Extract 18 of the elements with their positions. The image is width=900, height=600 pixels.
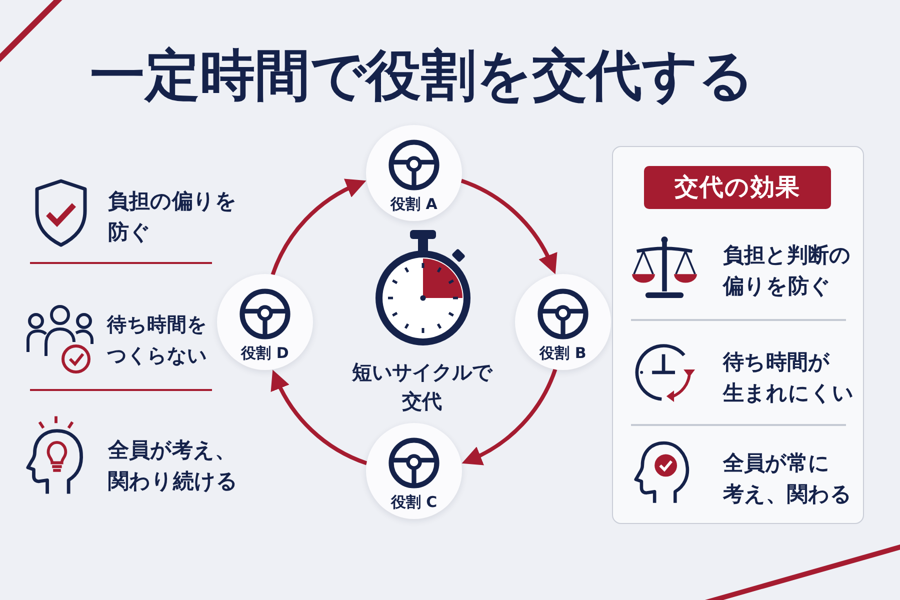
- effect-text: 全員が常に考え、関わる: [723, 450, 853, 508]
- cycle-arrow: [462, 368, 558, 464]
- role-label: 役割 B: [538, 344, 588, 362]
- benefit-text: 負担の偏りを防ぐ: [108, 188, 238, 246]
- effect-text: 負担と判断の偏りを防ぐ: [723, 242, 852, 300]
- title: 一定時間で役割を交代する: [90, 42, 754, 108]
- effect-text: 待ち時間が生まれにくい: [723, 349, 855, 407]
- cycle-arrow: [460, 178, 556, 274]
- role-label: 役割 D: [240, 344, 290, 362]
- cycle-arrow: [272, 370, 368, 466]
- heading-badge: 交代の効果: [644, 166, 831, 209]
- effects-panel: [612, 146, 864, 524]
- role-label: 役割 A: [389, 195, 438, 213]
- cycle-arrow: [270, 180, 366, 276]
- benefit-text: 待ち時間をつくらない: [107, 312, 208, 369]
- caption-text: 短いサイクルで交代: [350, 359, 494, 415]
- benefit-text: 全員が考え、関わり続ける: [108, 437, 239, 495]
- role-label: 役割 C: [390, 493, 438, 511]
